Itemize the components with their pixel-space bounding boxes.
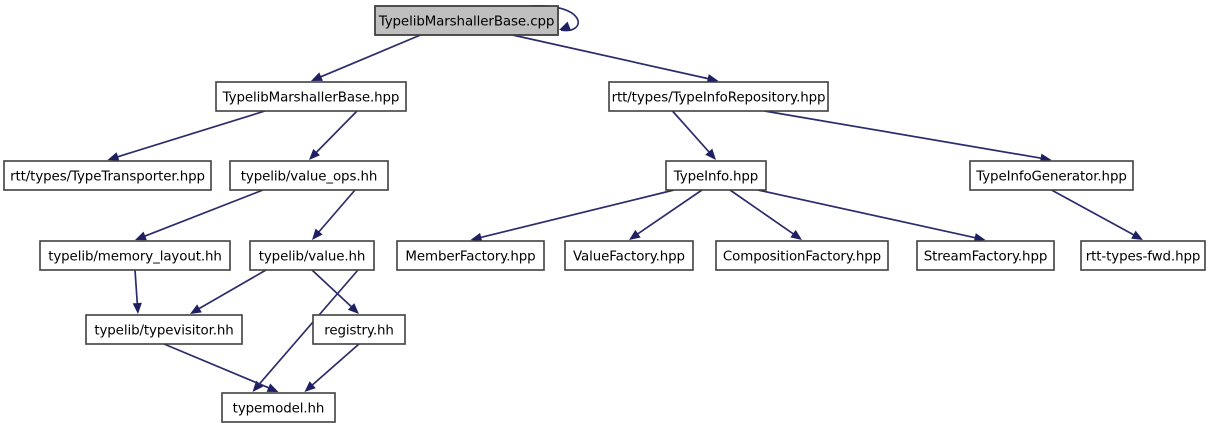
arrowhead [790, 229, 802, 240]
node-n16[interactable]: typemodel.hh [221, 392, 336, 423]
node-n6[interactable]: TypeInfoGenerator.hpp [969, 160, 1134, 191]
node-layer: TypelibMarshallerBase.cppTypelibMarshall… [3, 5, 1206, 423]
arrowhead [629, 229, 641, 240]
arrowhead [312, 228, 323, 240]
arrowhead [132, 302, 142, 314]
node-box[interactable] [85, 314, 243, 345]
node-n14[interactable]: typelib/typevisitor.hh [85, 314, 243, 345]
node-n2[interactable]: rtt/types/TypeInfoRepository.hpp [608, 81, 829, 112]
node-box[interactable] [969, 160, 1134, 191]
node-n10[interactable]: ValueFactory.hpp [564, 240, 694, 271]
edge-line [257, 269, 359, 386]
edge-n1-to-n3 [107, 110, 266, 162]
node-n12[interactable]: StreamFactory.hpp [916, 240, 1055, 271]
arrowhead [107, 152, 120, 162]
node-box[interactable] [396, 240, 545, 271]
edge-n5-to-n12 [757, 189, 986, 243]
node-box[interactable] [249, 240, 375, 271]
edge-line [197, 269, 267, 311]
node-n11[interactable]: CompositionFactory.hpp [715, 240, 889, 271]
edge-n15-to-n16 [304, 343, 360, 392]
edge-line [310, 343, 360, 387]
edge-line [163, 343, 271, 390]
node-n4[interactable]: typelib/value_ops.hh [229, 160, 389, 191]
edge-layer [107, 5, 1143, 392]
edge-line [757, 189, 977, 239]
node-box[interactable] [3, 160, 212, 191]
arrowhead [347, 303, 359, 314]
node-box[interactable] [215, 81, 407, 112]
node-box[interactable] [374, 5, 559, 36]
arrowhead [559, 21, 571, 31]
arrowhead [311, 72, 323, 81]
arrowhead [135, 231, 147, 241]
arrowhead [309, 148, 320, 160]
arrowhead [706, 74, 719, 84]
node-n13[interactable]: rtt-types-fwd.hpp [1080, 240, 1206, 271]
arrowhead [1131, 230, 1143, 240]
edge-n4-to-n7 [135, 189, 264, 241]
node-box[interactable] [312, 314, 406, 345]
edge-n14-to-n16 [163, 343, 279, 392]
edge-n0-to-n2 [512, 34, 719, 84]
node-n8[interactable]: typelib/value.hh [249, 240, 375, 271]
node-box[interactable] [221, 392, 336, 423]
arrowhead [252, 380, 264, 392]
node-box[interactable] [1080, 240, 1206, 271]
edge-line [1051, 189, 1136, 237]
node-n1[interactable]: TypelibMarshallerBase.hpp [215, 81, 407, 112]
node-n0[interactable]: TypelibMarshallerBase.cpp [374, 5, 559, 36]
edge-n6-to-n13 [1051, 189, 1143, 240]
edge-line [317, 189, 356, 234]
node-box[interactable] [715, 240, 889, 271]
edge-line [671, 110, 711, 154]
edge-n8-to-n16 [252, 269, 359, 392]
edge-n5-to-n11 [729, 189, 802, 240]
edge-line [143, 189, 264, 238]
arrowhead [190, 304, 202, 314]
node-box[interactable] [229, 160, 389, 191]
edge-n8-to-n14 [190, 269, 267, 314]
node-n7[interactable]: typelib/memory_layout.hh [39, 240, 231, 271]
edge-line [314, 110, 358, 155]
arrowhead [304, 381, 316, 392]
edge-line [318, 34, 421, 79]
node-n3[interactable]: rtt/types/TypeTransporter.hpp [3, 160, 212, 191]
edge-line [134, 269, 139, 306]
edge-n5-to-n9 [470, 189, 675, 242]
edge-n8-to-n15 [311, 269, 359, 314]
edge-n5-to-n10 [629, 189, 703, 240]
edge-line [512, 34, 710, 80]
edge-n2-to-n6 [764, 110, 1052, 163]
edge-line [115, 110, 266, 159]
node-box[interactable] [564, 240, 694, 271]
node-n5[interactable]: TypeInfo.hpp [665, 160, 767, 191]
edge-line [764, 110, 1043, 160]
arrowhead [470, 232, 483, 242]
edge-n4-to-n8 [312, 189, 356, 240]
edge-n7-to-n14 [132, 269, 142, 314]
arrowhead [973, 233, 986, 243]
edge-n2-to-n5 [671, 110, 716, 160]
node-box[interactable] [39, 240, 231, 271]
node-box[interactable] [665, 160, 767, 191]
node-box[interactable] [608, 81, 829, 112]
edge-line [311, 269, 354, 309]
node-n9[interactable]: MemberFactory.hpp [396, 240, 545, 271]
edge-line [729, 189, 796, 236]
node-box[interactable] [916, 240, 1055, 271]
edge-line [635, 189, 703, 236]
arrowhead [266, 383, 279, 392]
arrowhead [705, 148, 716, 160]
edge-n1-to-n4 [309, 110, 358, 160]
edge-n0-to-n1 [311, 34, 421, 81]
edge-line [479, 189, 675, 239]
node-n15[interactable]: registry.hh [312, 314, 406, 345]
